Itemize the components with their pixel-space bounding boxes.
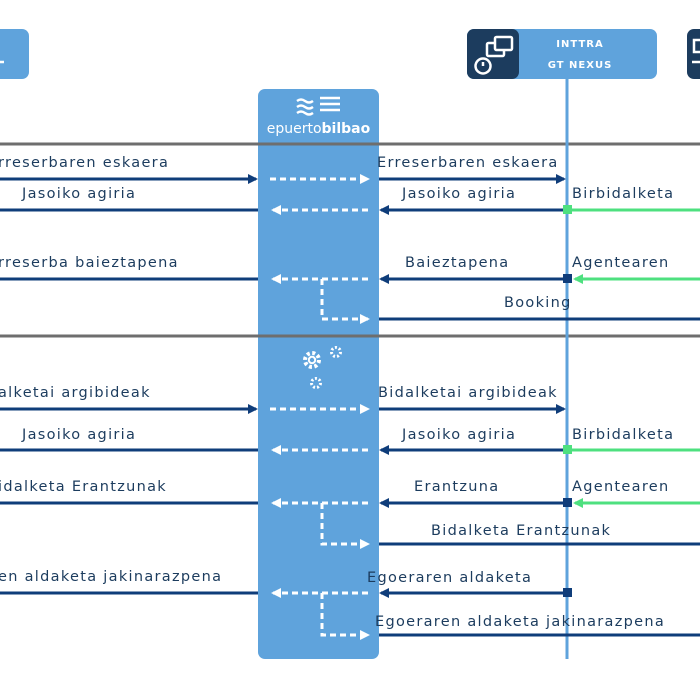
label-right-8: Bidalketa Erantzunak xyxy=(431,523,612,539)
partner-name-inttra: INTTRA xyxy=(556,39,604,50)
container-truck-icon xyxy=(474,35,514,75)
label-left-5: Jasoiko agiria xyxy=(22,427,137,443)
label-left-1: rreserbaren eskaera xyxy=(0,155,170,171)
label-left-6: idalketa Erantzunak xyxy=(0,479,167,495)
label-right-1: Erreserbaren eskaera xyxy=(377,155,559,171)
label-green-1: Birbidalketa xyxy=(572,186,675,202)
label-right-10: Egoeraren aldaketa jakinarazpena xyxy=(375,614,666,630)
label-right-2: Jasoiko agiria xyxy=(402,186,517,202)
junction-square-4 xyxy=(563,498,572,507)
label-right-4: Booking xyxy=(504,295,572,311)
label-green-3: Birbidalketa xyxy=(572,427,675,443)
junction-square-5 xyxy=(563,588,572,597)
hub-branch-1 xyxy=(320,279,370,324)
label-green-2: Agentearen xyxy=(572,255,670,271)
label-right-9: Egoeraren aldaketa xyxy=(367,570,533,586)
label-right-5: Bidalketai argibideak xyxy=(378,385,558,401)
junction-square-3 xyxy=(563,445,572,454)
junction-square-2 xyxy=(563,274,572,283)
gears-icon xyxy=(303,346,342,389)
label-left-2: Jasoiko agiria xyxy=(22,186,137,202)
right-party-icon-box xyxy=(687,29,700,79)
label-green-4: Agentearen xyxy=(572,479,670,495)
label-left-4: alketai argibideak xyxy=(0,385,151,401)
partner-name-gt-nexus: GT NEXUS xyxy=(547,60,613,71)
label-left-7: en aldaketa jakinarazpena xyxy=(0,569,223,585)
hub-branch-2 xyxy=(320,503,370,549)
label-right-7: Erantzuna xyxy=(414,479,500,495)
label-left-3: rreserba baieztapena xyxy=(0,255,179,271)
label-right-3: Baieztapena xyxy=(405,255,510,271)
epuertobilbao-hub-column xyxy=(258,89,379,659)
ship-icon xyxy=(692,38,700,64)
junction-square-1 xyxy=(563,205,572,214)
hub-branch-3 xyxy=(320,593,370,640)
left-party-card xyxy=(0,29,29,79)
epuertobilbao-logo-text: epuertobilbao xyxy=(266,121,371,137)
epuertobilbao-logo-waves-icon xyxy=(296,96,340,116)
label-right-6: Jasoiko agiria xyxy=(402,427,517,443)
